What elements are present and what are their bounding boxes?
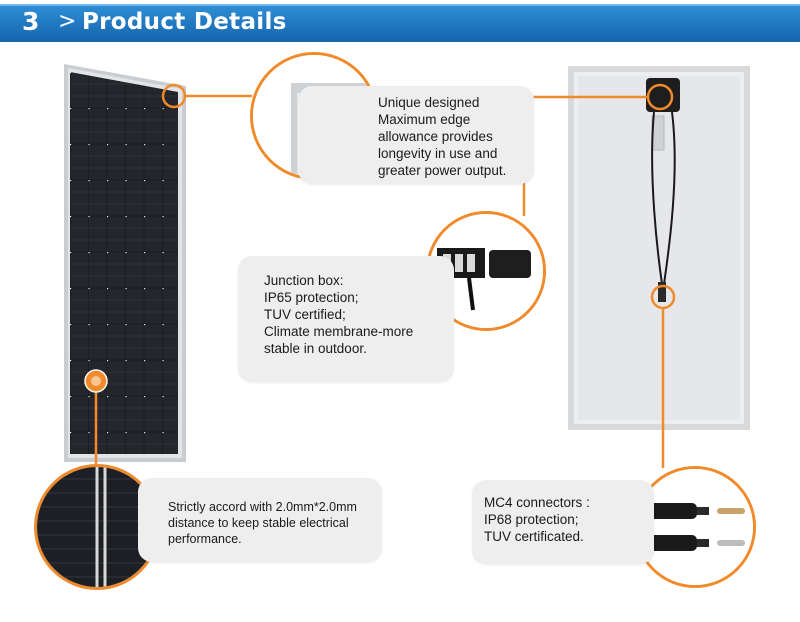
page-title: Product Details (82, 9, 287, 35)
callout-line: Climate membrane-more (264, 324, 414, 339)
callout-line: Maximum edge (378, 112, 471, 127)
callout-line: greater power output. (378, 163, 507, 178)
callout-line: IP68 protection; (484, 512, 579, 527)
callout-line: TUV certified; (264, 307, 346, 322)
callout-line: Unique designed (378, 95, 480, 110)
chevron-right-icon: > (58, 9, 77, 34)
edge-allowance-callout: Unique designed Maximum edge allowance p… (298, 86, 534, 184)
callout-line: TUV certificated. (484, 529, 584, 544)
callout-line: Junction box: (264, 273, 344, 288)
junction-box-callout: Junction box: IP65 protection; TUV certi… (238, 256, 454, 382)
callout-line: MC4 connectors : (484, 495, 590, 510)
callout-line: Strictly accord with 2.0mm*2.0mm (168, 500, 357, 514)
cell-spacing-zoom (34, 464, 160, 590)
callout-line: performance. (168, 532, 242, 546)
mc4-connectors-zoom (634, 466, 756, 588)
solar-panel-back-image (568, 66, 750, 430)
callout-line: IP65 protection; (264, 290, 359, 305)
step-number: 3 (22, 7, 40, 36)
solar-panel-front-image (64, 64, 186, 462)
header-bar (0, 4, 800, 42)
mc4-connectors-callout: MC4 connectors : IP68 protection; TUV ce… (472, 480, 654, 564)
section-header: 3 > Product Details (0, 0, 800, 44)
callout-line: allowance provides (378, 129, 493, 144)
callout-line: distance to keep stable electrical (168, 516, 349, 530)
callout-line: longevity in use and (378, 146, 498, 161)
cell-spacing-callout: Strictly accord with 2.0mm*2.0mm distanc… (138, 478, 382, 562)
callout-line: stable in outdoor. (264, 341, 367, 356)
